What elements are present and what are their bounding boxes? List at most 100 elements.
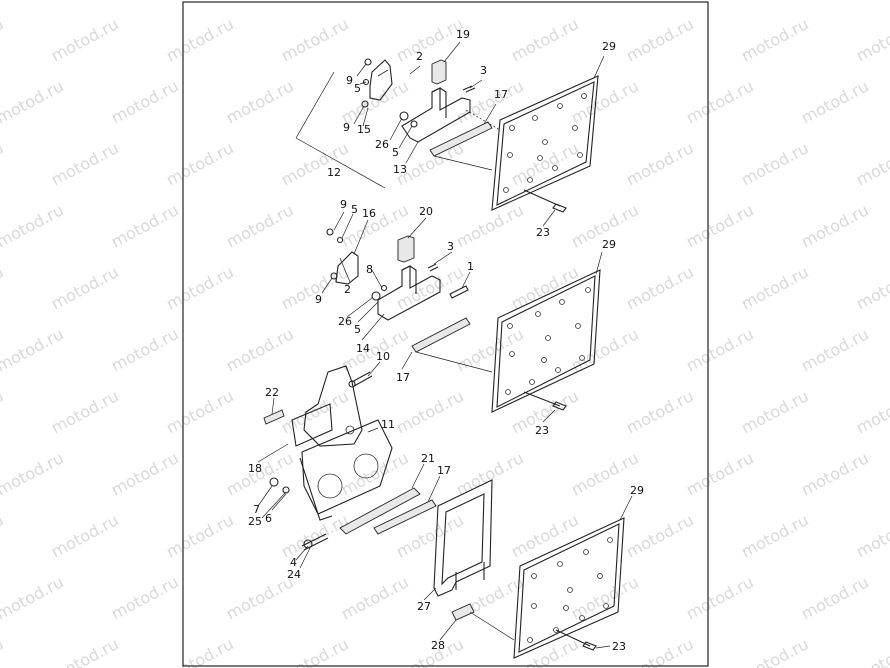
callout-26: 26 bbox=[375, 138, 389, 151]
callout-24: 24 bbox=[287, 568, 301, 581]
watermark-text: motod.ru bbox=[48, 14, 122, 65]
watermark-text: motod.ru bbox=[853, 138, 890, 189]
watermark-text: motod.ru bbox=[798, 324, 872, 375]
callout-3: 3 bbox=[447, 240, 454, 253]
watermark-text: motod.ru bbox=[798, 76, 872, 127]
callout-7: 7 bbox=[253, 503, 260, 516]
watermark-text: motod.ru bbox=[0, 200, 67, 251]
watermark-text: motod.ru bbox=[163, 634, 237, 668]
bottom-assembly bbox=[263, 365, 625, 659]
callout-6: 6 bbox=[265, 512, 272, 525]
callout-23: 23 bbox=[536, 226, 550, 239]
watermark-text: motod.ru bbox=[48, 386, 122, 437]
watermark-text: motod.ru bbox=[0, 262, 7, 313]
watermark-text: motod.ru bbox=[278, 634, 352, 668]
watermark-text: motod.ru bbox=[0, 572, 67, 623]
callout-19: 19 bbox=[456, 28, 470, 41]
callout-9: 9 bbox=[343, 121, 350, 134]
watermark-text: motod.ru bbox=[508, 14, 582, 65]
watermark-text: motod.ru bbox=[798, 448, 872, 499]
watermark-text: motod.ru bbox=[683, 200, 757, 251]
callout-11: 11 bbox=[381, 418, 395, 431]
callout-9: 9 bbox=[346, 74, 353, 87]
callout-26: 26 bbox=[338, 315, 352, 328]
watermark-text: motod.ru bbox=[853, 262, 890, 313]
watermark-text: motod.ru bbox=[738, 14, 812, 65]
watermark-text: motod.ru bbox=[738, 386, 812, 437]
watermark-text: motod.ru bbox=[623, 634, 697, 668]
middle-assembly bbox=[326, 228, 601, 413]
watermark-text: motod.ru bbox=[108, 572, 182, 623]
watermark-text: motod.ru bbox=[853, 14, 890, 65]
watermark-text: motod.ru bbox=[683, 76, 757, 127]
watermark-text: motod.ru bbox=[108, 76, 182, 127]
watermark-text: motod.ru bbox=[738, 262, 812, 313]
callout-25: 25 bbox=[248, 515, 262, 528]
callout-5: 5 bbox=[354, 323, 361, 336]
watermark-text: motod.ru bbox=[48, 634, 122, 668]
watermark-text: motod.ru bbox=[798, 572, 872, 623]
callout-12: 12 bbox=[327, 166, 341, 179]
watermark-text: motod.ru bbox=[163, 510, 237, 561]
callout-29: 29 bbox=[602, 40, 616, 53]
callout-3: 3 bbox=[480, 64, 487, 77]
watermark-text: motod.ru bbox=[568, 324, 642, 375]
watermark-text: motod.ru bbox=[278, 386, 352, 437]
watermark-text: motod.ru bbox=[108, 0, 182, 4]
callout-27: 27 bbox=[417, 600, 431, 613]
watermark-text: motod.ru bbox=[0, 634, 7, 668]
callout-5: 5 bbox=[392, 146, 399, 159]
callout-5: 5 bbox=[354, 82, 361, 95]
watermark-text: motod.ru bbox=[48, 138, 122, 189]
watermark-text: motod.ru bbox=[393, 634, 467, 668]
watermark-text: motod.ru bbox=[738, 510, 812, 561]
watermark-text: motod.ru bbox=[163, 386, 237, 437]
watermark-text: motod.ru bbox=[683, 448, 757, 499]
watermark-text: motod.ru bbox=[853, 510, 890, 561]
callout-8: 8 bbox=[366, 263, 373, 276]
callout-15: 15 bbox=[357, 123, 371, 136]
callout-21: 21 bbox=[421, 452, 435, 465]
watermark-text: motod.ru bbox=[853, 634, 890, 668]
callout-10: 10 bbox=[376, 350, 390, 363]
watermark-text: motod.ru bbox=[0, 0, 67, 4]
diagram-frame bbox=[182, 1, 709, 667]
watermark-text: motod.ru bbox=[453, 200, 527, 251]
watermark-text: motod.ru bbox=[278, 14, 352, 65]
watermark-text: motod.ru bbox=[0, 386, 7, 437]
watermark-text: motod.ru bbox=[453, 324, 527, 375]
watermark-text: motod.ru bbox=[508, 510, 582, 561]
watermark-text: motod.ru bbox=[0, 324, 67, 375]
watermark-text: motod.ru bbox=[683, 324, 757, 375]
watermark-text: motod.ru bbox=[163, 14, 237, 65]
callout-17: 17 bbox=[396, 371, 410, 384]
watermark-text: motod.ru bbox=[393, 262, 467, 313]
watermark-text: motod.ru bbox=[223, 572, 297, 623]
watermark-text: motod.ru bbox=[623, 510, 697, 561]
callout-13: 13 bbox=[393, 163, 407, 176]
watermark-text: motod.ru bbox=[393, 386, 467, 437]
callout-22: 22 bbox=[265, 386, 279, 399]
callout-28: 28 bbox=[431, 639, 445, 652]
watermark-text: motod.ru bbox=[163, 262, 237, 313]
watermark-text: motod.ru bbox=[0, 138, 7, 189]
watermark-text: motod.ru bbox=[0, 510, 7, 561]
callout-20: 20 bbox=[419, 205, 433, 218]
watermark-text: motod.ru bbox=[223, 324, 297, 375]
watermark-text: motod.ru bbox=[223, 200, 297, 251]
callout-1: 1 bbox=[467, 260, 474, 273]
callout-29: 29 bbox=[630, 484, 644, 497]
callout-16: 16 bbox=[362, 207, 376, 220]
watermark-text: motod.ru bbox=[623, 262, 697, 313]
callout-23: 23 bbox=[612, 640, 626, 653]
watermark-text: motod.ru bbox=[163, 138, 237, 189]
license-plate-top bbox=[491, 75, 599, 211]
top-assembly bbox=[295, 58, 599, 213]
license-plate-middle bbox=[491, 269, 601, 413]
watermark-text: motod.ru bbox=[738, 138, 812, 189]
leader-lines bbox=[257, 41, 633, 649]
callout-4: 4 bbox=[290, 556, 297, 569]
callout-17: 17 bbox=[494, 88, 508, 101]
callout-18: 18 bbox=[248, 462, 262, 475]
watermark-text: motod.ru bbox=[623, 386, 697, 437]
